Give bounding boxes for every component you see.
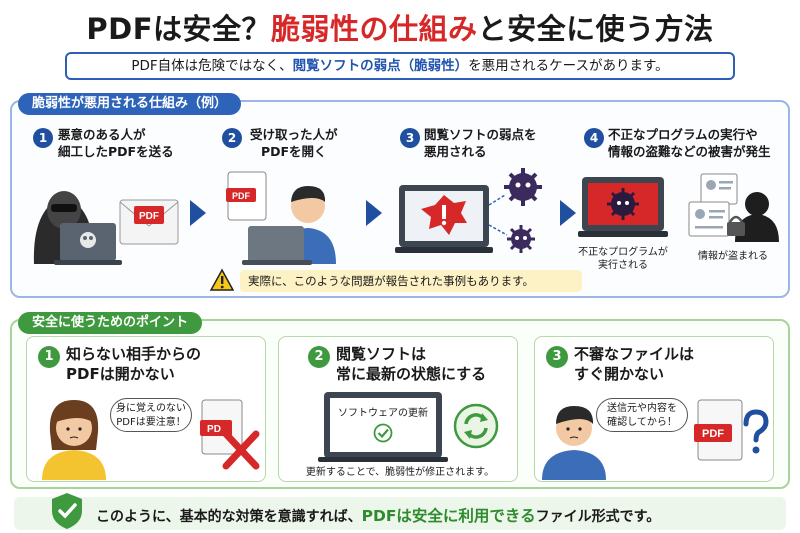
thinking-man-illustration: [542, 406, 606, 480]
doc-pdf-label: PDF: [232, 191, 251, 201]
tip-3-file-label: PDF: [702, 428, 724, 440]
warning-message: 実際に、このような問題が報告された事例もあります。: [240, 270, 582, 292]
conclusion-part1: このように、基本的な対策を意識すれば、: [96, 509, 362, 525]
conclusion-part3: ファイル形式です。: [535, 509, 661, 525]
tips-header: 安全に使うためのポイント: [18, 312, 203, 334]
check-icon: [373, 423, 393, 443]
tip-2-title: 閲覧ソフトは 常に最新の状態にする: [336, 344, 486, 384]
tip-3-title: 不審なファイルは すぐ開かない: [574, 344, 694, 384]
step-3-text: 閲覧ソフトの弱点を 悪用される: [424, 126, 537, 160]
tip-1-number: 1: [38, 346, 60, 368]
tip-2-line1: 閲覧ソフトは: [336, 345, 427, 363]
page-title: PDFは安全？脆弱性の仕組みと安全に使う方法: [0, 6, 800, 48]
step-2-line2: PDFを開く: [260, 144, 327, 159]
tip-2-number: 2: [308, 346, 330, 368]
subtitle-part1: PDF自体は危険ではなく、: [131, 58, 293, 74]
infected-laptop-illustration: [578, 177, 668, 237]
mechanism-header: 脆弱性が悪用される仕組み（例）: [18, 93, 242, 115]
caption-info-stolen: 情報が盗まれる: [698, 251, 768, 262]
conclusion-part2: PDFは安全に利用できる: [361, 507, 536, 525]
step-4-number: 4: [584, 128, 604, 148]
update-laptop: ソフトウェアの更新: [324, 392, 442, 458]
title-part1: PDFは安全？: [86, 12, 272, 46]
update-screen-text: ソフトウェアの更新: [338, 408, 428, 419]
tip-3-number: 3: [546, 346, 568, 368]
step-2-number: 2: [222, 128, 242, 148]
subtitle-part2: 閲覧ソフトの弱点（脆弱性）: [292, 58, 469, 74]
refresh-icon: [453, 403, 499, 449]
arrow-2: [366, 200, 382, 226]
tip-1-file-label: PD: [207, 424, 221, 435]
update-screen: ソフトウェアの更新: [330, 398, 436, 452]
title-part3: と安全に使う方法: [477, 12, 714, 46]
blocked-pdf-illustration: PD: [200, 399, 260, 470]
shield-check-icon: [52, 493, 82, 529]
exploited-laptop-illustration: [395, 168, 542, 253]
tip-3-line1: 不審なファイルは: [574, 345, 695, 363]
conclusion-text: このように、基本的な対策を意識すれば、PDFは安全に利用できるファイル形式です。: [96, 504, 660, 526]
step-4-line2: 情報の盗難などの被害が発生: [608, 144, 771, 159]
virus-icon: [504, 168, 542, 206]
envelope-pdf-label: PDF: [139, 211, 159, 222]
tip-2-caption: 更新することで、脆弱性が修正されます。: [305, 467, 495, 478]
tip-1-bubble-line2: PDFは要注意！: [116, 417, 186, 428]
step-4-line1: 不正なプログラムの実行や: [608, 127, 758, 142]
step-1-line2: 細工したPDFを送る: [58, 144, 174, 159]
subtitle-part3: を悪用されるケースがあります。: [468, 58, 669, 74]
suspicious-pdf-illustration: PDF: [694, 399, 769, 461]
subtitle-box: PDF自体は危険ではなく、閲覧ソフトの弱点（脆弱性）を悪用されるケースがあります…: [65, 52, 735, 80]
tip-2-line2: 常に最新の状態にする: [336, 365, 487, 383]
step-4-text: 不正なプログラムの実行や 情報の盗難などの被害が発生: [608, 126, 771, 160]
cross-icon: [222, 430, 260, 470]
info-theft-illustration: [688, 173, 779, 242]
title-part2: 脆弱性の仕組み: [271, 12, 478, 46]
step-3-number: 3: [400, 128, 420, 148]
caption-program-line2: 実行される: [598, 260, 648, 271]
hacker-illustration: PDF: [33, 191, 179, 265]
worried-woman-illustration: [42, 400, 106, 480]
warning-icon: [210, 268, 234, 291]
step-1-number: 1: [33, 128, 53, 148]
step-3-line1: 閲覧ソフトの弱点を: [424, 127, 537, 142]
tip-1-line1: 知らない相手からの: [66, 345, 202, 363]
tip-3-bubble: 送信元や内容を 確認してから！: [596, 398, 688, 432]
tip-1-bubble: 身に覚えのない PDFは要注意！: [110, 398, 192, 432]
arrow-3: [560, 200, 576, 226]
tip-1-bubble-line1: 身に覚えのない: [116, 403, 186, 414]
update-laptop-base: [318, 457, 448, 462]
conclusion-banner: このように、基本的な対策を意識すれば、PDFは安全に利用できるファイル形式です。: [14, 493, 786, 530]
caption-program-line1: 不正なプログラムが: [578, 247, 668, 258]
tip-1-line2: PDFは開かない: [66, 365, 175, 383]
tip-3-bubble-line2: 確認してから！: [607, 417, 677, 428]
tip-3-bubble-line1: 送信元や内容を: [607, 403, 677, 414]
step-3-line2: 悪用される: [424, 144, 487, 159]
tip-1-title: 知らない相手からの PDFは開かない: [66, 344, 201, 384]
step-1-line1: 悪意のある人が: [58, 127, 146, 142]
arrow-1: [190, 200, 206, 226]
step-1-text: 悪意のある人が 細工したPDFを送る: [58, 126, 174, 160]
virus-icon: [507, 225, 535, 253]
tip-3-line2: すぐ開かない: [574, 365, 665, 383]
step-2-line1: 受け取った人が: [250, 127, 338, 142]
question-mark-icon: [743, 409, 769, 454]
user-opening-pdf-illustration: PDF: [226, 171, 336, 265]
step-2-text: 受け取った人が PDFを開く: [250, 126, 338, 160]
caption-program-executed: 不正なプログラムが 実行される: [575, 246, 671, 272]
